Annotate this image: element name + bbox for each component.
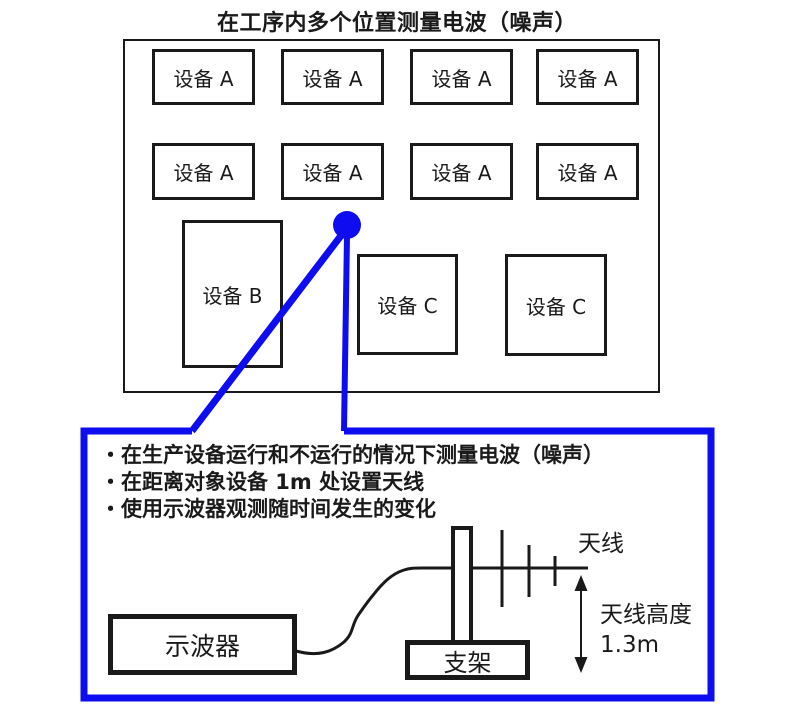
equipment-label: 设备 A xyxy=(431,161,492,185)
stand-label: 支架 xyxy=(443,648,492,677)
equipment-label: 设备 A xyxy=(302,66,363,91)
equipment-label: 设备 C xyxy=(525,294,587,319)
equipment-a-box: 设备 A xyxy=(281,143,384,200)
page-title: 在工序内多个位置测量电波（噪声） xyxy=(216,11,577,36)
note-line: ・在生产设备运行和不运行的情况下测量电波（噪声） xyxy=(100,443,604,467)
equipment-label: 设备 A xyxy=(302,161,363,185)
equipment-label: 设备 A xyxy=(173,161,234,185)
oscilloscope-box: 示波器 xyxy=(108,614,297,675)
equipment-a-box: 设备 A xyxy=(536,143,639,200)
antenna-stand-box: 支架 xyxy=(405,640,530,680)
oscilloscope-label: 示波器 xyxy=(164,631,240,661)
equipment-a-box: 设备 A xyxy=(152,143,255,200)
note-line: ・使用示波器观测随时间发生的变化 xyxy=(100,497,436,521)
antenna-label: 天线 xyxy=(578,531,624,557)
equipment-label: 设备 A xyxy=(173,66,234,91)
equipment-a-box: 设备 A xyxy=(152,49,255,105)
equipment-a-box: 设备 A xyxy=(281,49,384,105)
antenna-height-label: 天线高度 1.3m xyxy=(600,600,692,660)
equipment-c-box: 设备 C xyxy=(357,254,458,355)
equipment-label: 设备 A xyxy=(557,66,618,91)
equipment-a-box: 设备 A xyxy=(410,143,513,200)
equipment-b-box: 设备 B xyxy=(182,220,283,368)
equipment-c-box: 设备 C xyxy=(505,254,607,356)
equipment-label: 设备 B xyxy=(202,283,263,308)
height-arrow xyxy=(574,575,588,673)
equipment-a-box: 设备 A xyxy=(536,49,639,105)
equipment-label: 设备 C xyxy=(377,294,438,318)
antenna-mast xyxy=(451,526,473,650)
measurement-notes: ・在生产设备运行和不运行的情况下测量电波（噪声） ・在距离对象设备 1m 处设置… xyxy=(100,442,700,523)
equipment-label: 设备 A xyxy=(557,161,618,185)
equipment-a-box: 设备 A xyxy=(410,49,513,105)
note-line: ・在距离对象设备 1m 处设置天线 xyxy=(100,470,425,494)
antenna-height-text: 天线高度 xyxy=(600,602,692,628)
antenna-height-value: 1.3m xyxy=(600,632,659,658)
equipment-label: 设备 A xyxy=(431,66,492,91)
